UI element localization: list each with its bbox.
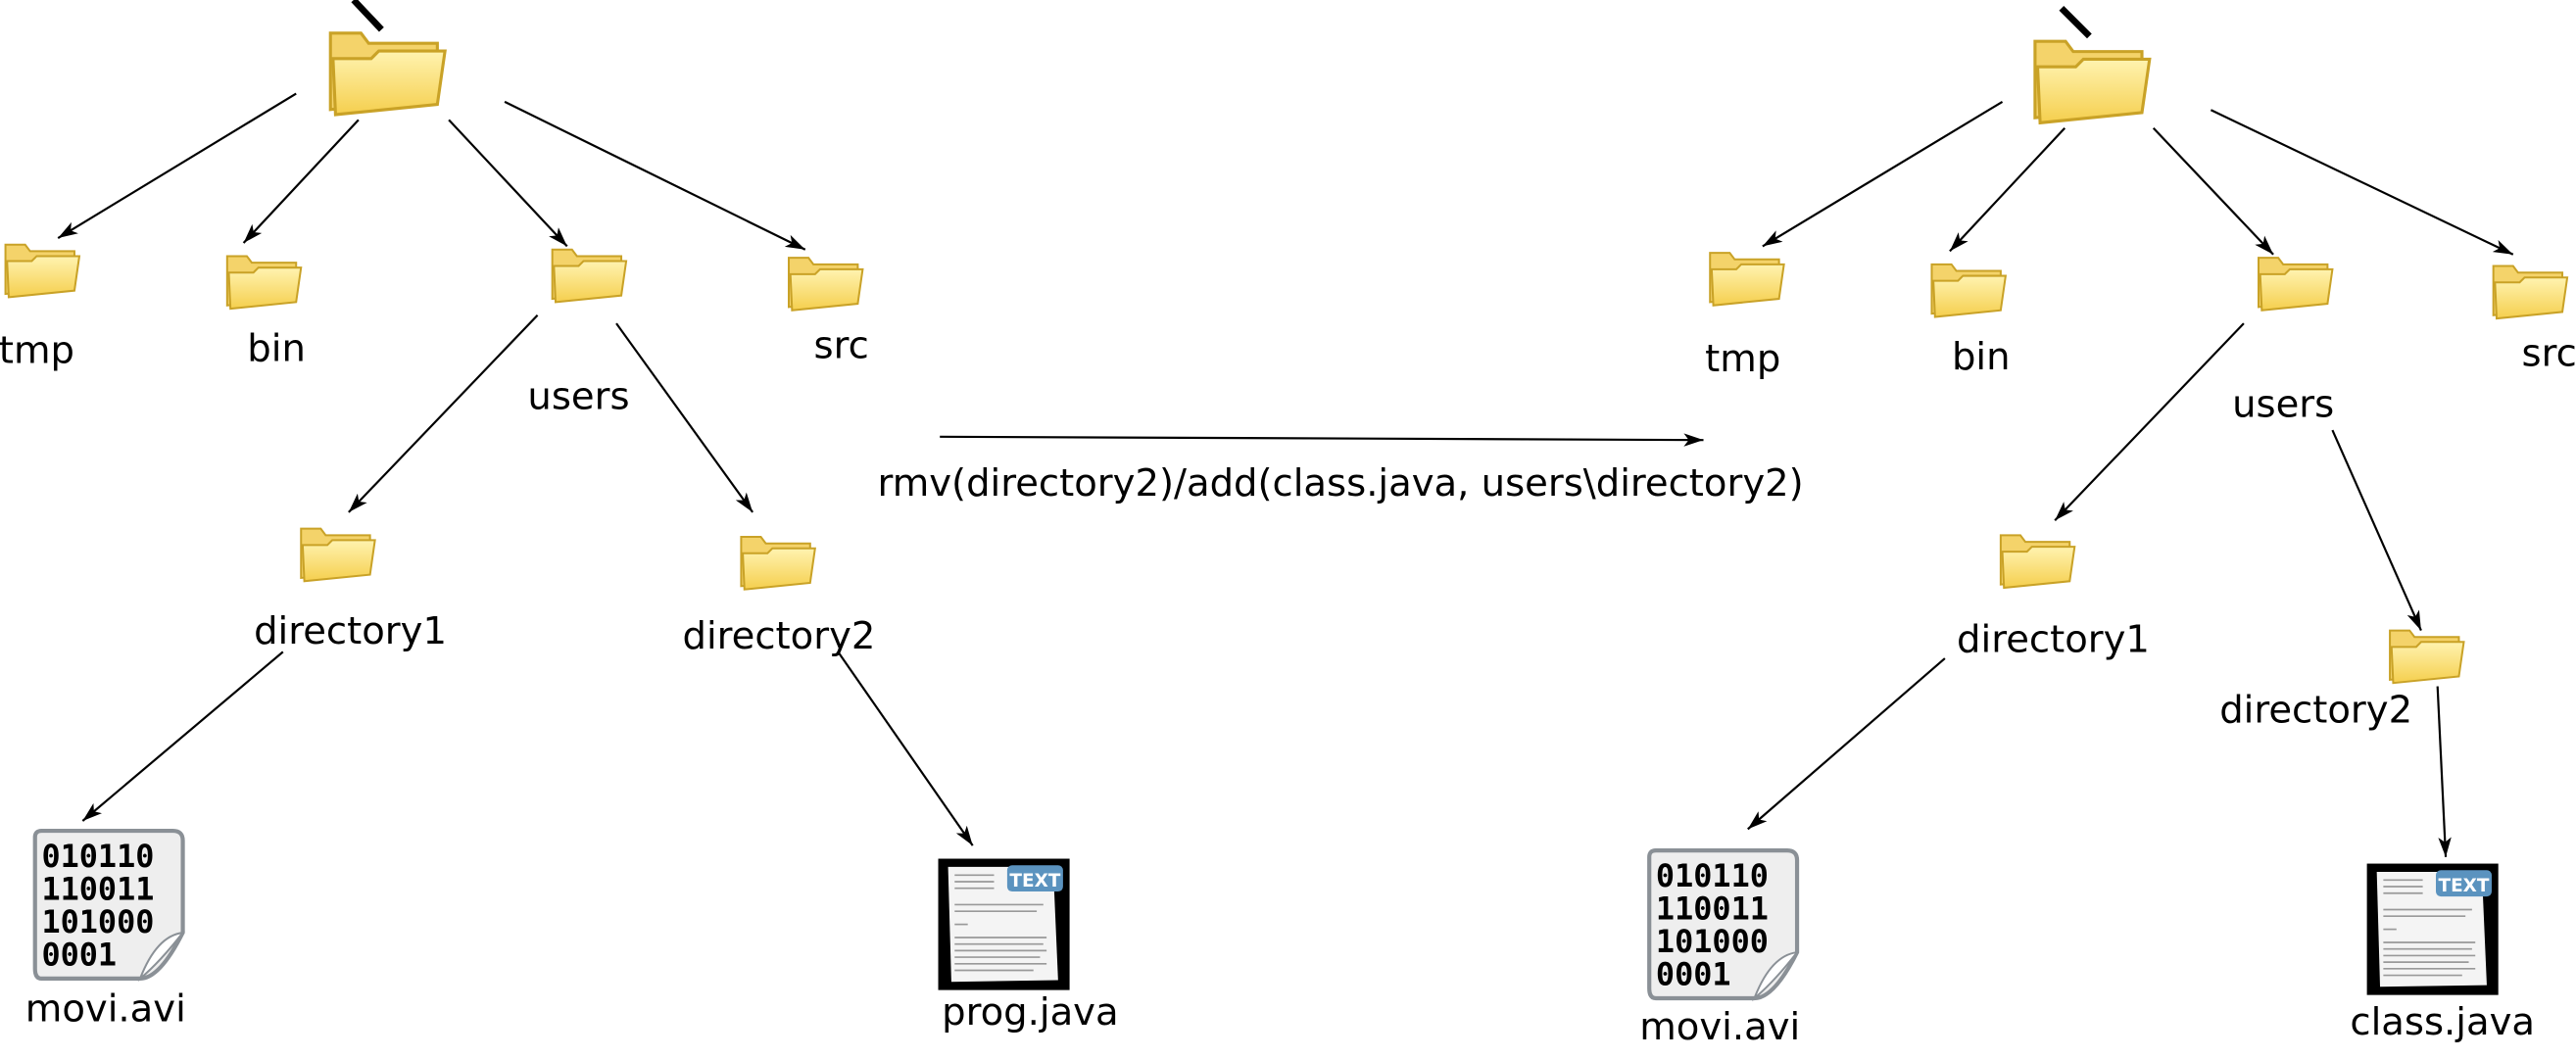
movi-label: movi.avi [1639,1005,1800,1049]
tree-before: tmp bin users src directory1 directory2 … [0,0,1119,1035]
tmp-folder-icon [4,243,80,299]
bin-folder-icon [1930,263,2007,318]
users-folder-icon [551,248,628,304]
edge-directory2-prog [837,650,974,846]
binary-file-icon [1649,850,1797,998]
tmp-label: tmp [0,328,74,372]
edge-root-tmp [57,92,297,239]
root-parent-edge [2059,6,2092,39]
binary-file-icon [35,831,183,979]
users-folder-icon [2257,257,2334,312]
edge-users-directory2 [615,322,754,513]
directory2-folder-icon [2389,629,2465,685]
edge-root-tmp [1762,100,2004,248]
directory1-folder-icon [300,527,376,583]
src-label: src [2522,332,2576,376]
users-label: users [2232,383,2334,427]
root-folder-icon [2033,39,2152,124]
directory2-label: directory2 [683,614,876,658]
movi-label: movi.avi [25,987,186,1031]
operation-label: rmv(directory2)/add(class.java, users\di… [878,461,1804,505]
users-label: users [527,374,629,418]
tmp-folder-icon [1709,252,1785,307]
edge-root-bin [242,119,360,244]
bin-label: bin [247,327,306,371]
edge-directory1-movi [1747,657,1946,831]
src-folder-icon [787,257,864,312]
edge-root-users [448,119,568,248]
root-folder-icon [328,31,447,117]
edge-root-src [2210,109,2514,256]
src-folder-icon [2492,265,2569,320]
directory1-folder-icon [1999,534,2076,590]
src-label: src [814,323,869,367]
prog-label: prog.java [942,990,1118,1035]
bin-folder-icon [225,255,303,311]
class-label: class.java [2350,1000,2535,1044]
text-badge: TEXT [2439,876,2490,896]
edge-root-src [504,100,806,251]
directory1-label: directory1 [1957,617,2150,661]
bin-label: bin [1952,335,2011,379]
operation-arrow [940,433,1704,447]
tmp-label: tmp [1705,337,1780,381]
text-badge: TEXT [1009,871,1060,891]
edge-directory1-movi [81,650,284,822]
directory1-label: directory1 [254,609,447,653]
root-parent-edge [351,0,384,32]
edge-root-users [2152,126,2274,256]
edge-users-directory2 [2331,429,2422,632]
directory2-label: directory2 [2219,688,2412,732]
edge-users-directory1 [2054,322,2245,522]
edge-directory2-class [2436,686,2452,857]
tree-after: tmp bin users src directory1 directory2 … [1639,6,2576,1049]
edge-users-directory1 [348,314,539,513]
edge-root-bin [1949,126,2066,253]
directory2-folder-icon [740,536,816,591]
